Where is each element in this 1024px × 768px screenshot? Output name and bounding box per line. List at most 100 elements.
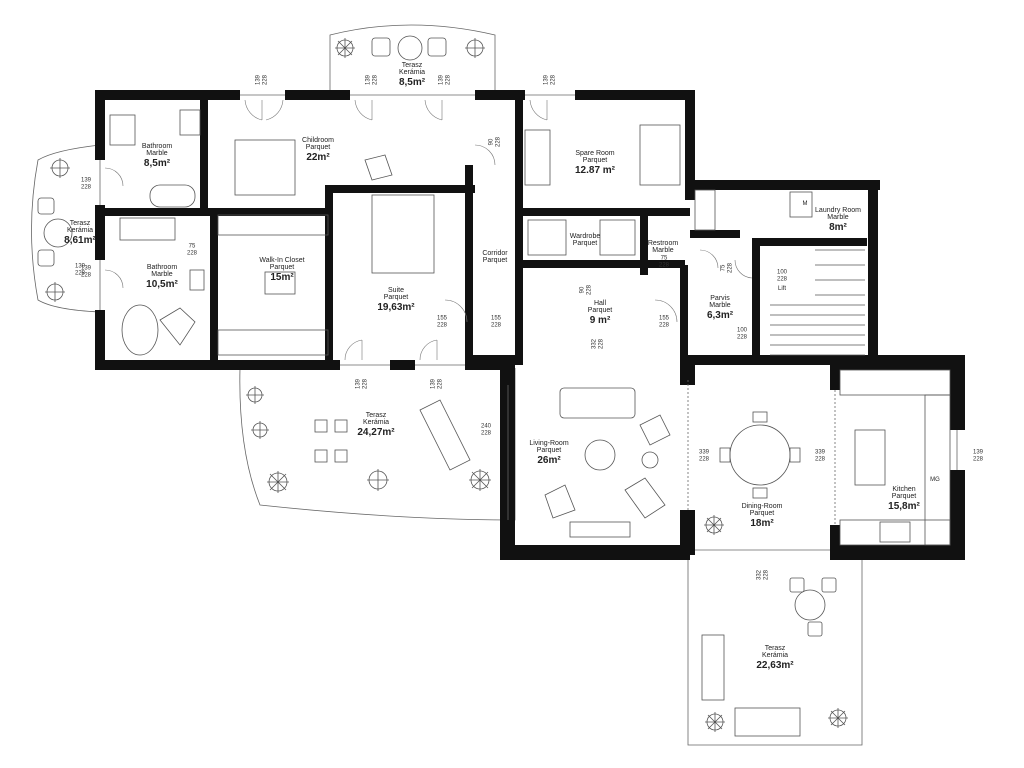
room-floor: Parquet [572,240,598,248]
staircase [770,249,865,356]
room-name: Bathroom [141,143,173,150]
room-name: Suite [388,287,404,294]
doors [104,99,753,361]
room-name: Spare Room [575,150,615,157]
room-floor: Marble [151,271,173,279]
room-area: 8,5m² [143,157,171,169]
room-name: Childroom [302,137,334,144]
room-floor: Parquet [891,493,917,501]
room-restroom: Restroom Marble [648,240,678,255]
furniture [37,35,951,737]
room-parvis: Parvis Marble 6,3m² [707,295,733,321]
room-floor: Kerámia [761,652,789,660]
plant-icon [704,515,724,535]
plant-icon [335,38,355,58]
room-floor: Kerámia [66,227,94,235]
room-name: Dining-Room [741,503,783,510]
room-area: 22,63m² [756,659,794,671]
room-floor: Marble [709,302,731,310]
room-floor: Kerámia [398,69,426,77]
room-area: 19,63m² [377,301,415,313]
room-terasz-left: Terasz Kerámia 8,61m² [64,220,96,246]
room-name: Hall [593,300,607,307]
room-floor: Parquet [587,307,613,315]
room-floor: Parquet [269,264,295,272]
plant-icon [465,38,485,58]
room-name: Terasz [401,62,423,69]
plant-icon [246,386,264,404]
room-name: Walk-In Closet [259,257,305,264]
room-area: 8m² [829,221,847,233]
terrace-outlines [31,24,863,746]
room-floor: Kerámia [362,419,390,427]
plant-icon [251,421,269,439]
lift-label: Lift [777,286,787,292]
room-area: 15m² [270,271,294,283]
room-name: Parvis [710,295,730,302]
room-name: Terasz [365,412,387,419]
plant-icons [45,38,848,732]
room-dining-room: Dining-Room Parquet 18m² [742,503,783,529]
room-area: 6,3m² [706,309,734,321]
walls [95,90,965,560]
room-floor: Parquet [582,157,608,165]
room-bathroom-left: Bathroom Marble 10,5m² [146,264,178,290]
room-name: Terasz [764,645,786,652]
windows [99,94,958,551]
room-terasz-mid: Terasz Kerámia 24,27m² [357,412,394,438]
plant-icon [50,158,70,178]
room-name: Wardrobe [569,233,601,240]
plant-icon [367,469,389,491]
plant-icon [267,471,289,493]
room-spare-room: Spare Room Parquet 12.87 m² [575,150,615,176]
room-area: 26m² [537,454,561,466]
room-name: Laundry Room [815,207,861,214]
washer-label: M [802,201,808,207]
room-name: Terasz [69,220,91,227]
room-floor: Parquet [383,294,409,302]
room-walk-in-closet: Walk-In Closet Parquet 15m² [259,257,304,283]
room-area: 15,8m² [888,500,920,512]
room-area: 9 m² [589,314,611,326]
room-terasz-bottom: Terasz Kerámia 22,63m² [756,645,793,671]
room-name: Kitchen [892,486,916,493]
room-name: Restroom [647,240,679,247]
dishwasher-label: MG [930,477,940,483]
room-hall: Hall Parquet 9 m² [588,300,613,326]
room-floor: Marble [146,150,168,158]
plant-icon [469,469,491,491]
room-floor: Parquet [536,447,562,455]
room-floor: Parquet [749,510,775,518]
plant-icon [705,712,725,732]
room-kitchen: Kitchen Parquet 15,8m² [888,486,920,512]
room-laundry: Laundry Room Marble 8m² [815,207,861,233]
plant-icon [45,282,65,302]
room-floor: Parquet [305,144,331,152]
room-area: 8,5m² [398,76,426,88]
room-floor: Parquet [482,257,508,265]
room-bathroom-top: Bathroom Marble 8,5m² [142,143,172,169]
room-wardrobe: Wardrobe Parquet [570,233,600,248]
